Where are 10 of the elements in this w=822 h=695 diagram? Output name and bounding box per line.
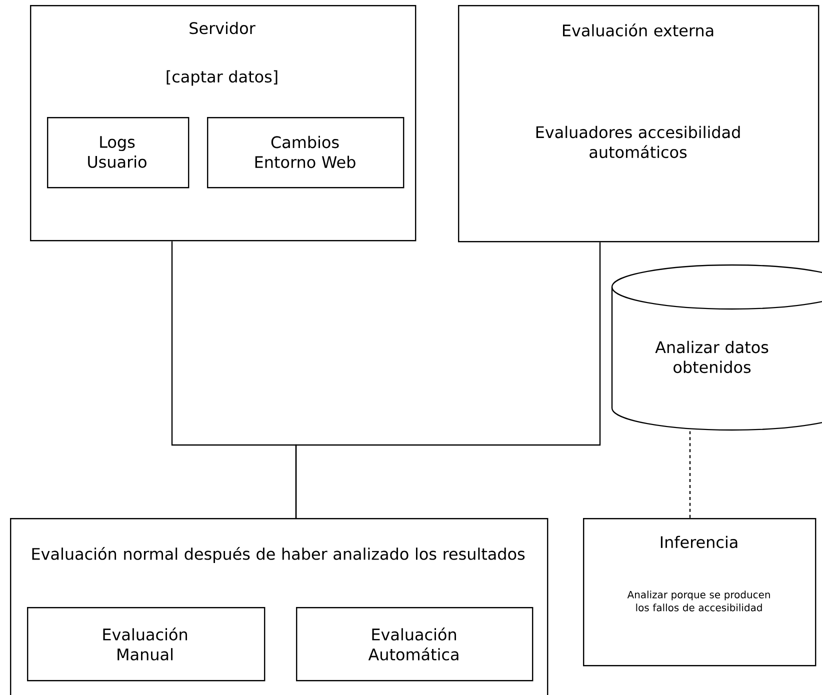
connector-line bbox=[295, 242, 601, 518]
process-box: Inferencia Analizar porque se producen los fallos de accesibilidad bbox=[583, 518, 816, 666]
node-label: Analizar datos obtenidos bbox=[655, 340, 768, 374]
process-box: Evaluación externa Evaluadores accesibilidad automáticos bbox=[458, 5, 820, 242]
process-box: Cambios Entorno Web bbox=[207, 117, 404, 188]
connector-line bbox=[689, 431, 691, 518]
process-box: Logs Usuario bbox=[47, 117, 190, 188]
database-cylinder: Analizar datos obtenidos bbox=[611, 264, 822, 431]
process-box: Evaluación Automática bbox=[296, 607, 534, 682]
process-box: Evaluación Manual bbox=[27, 607, 266, 682]
